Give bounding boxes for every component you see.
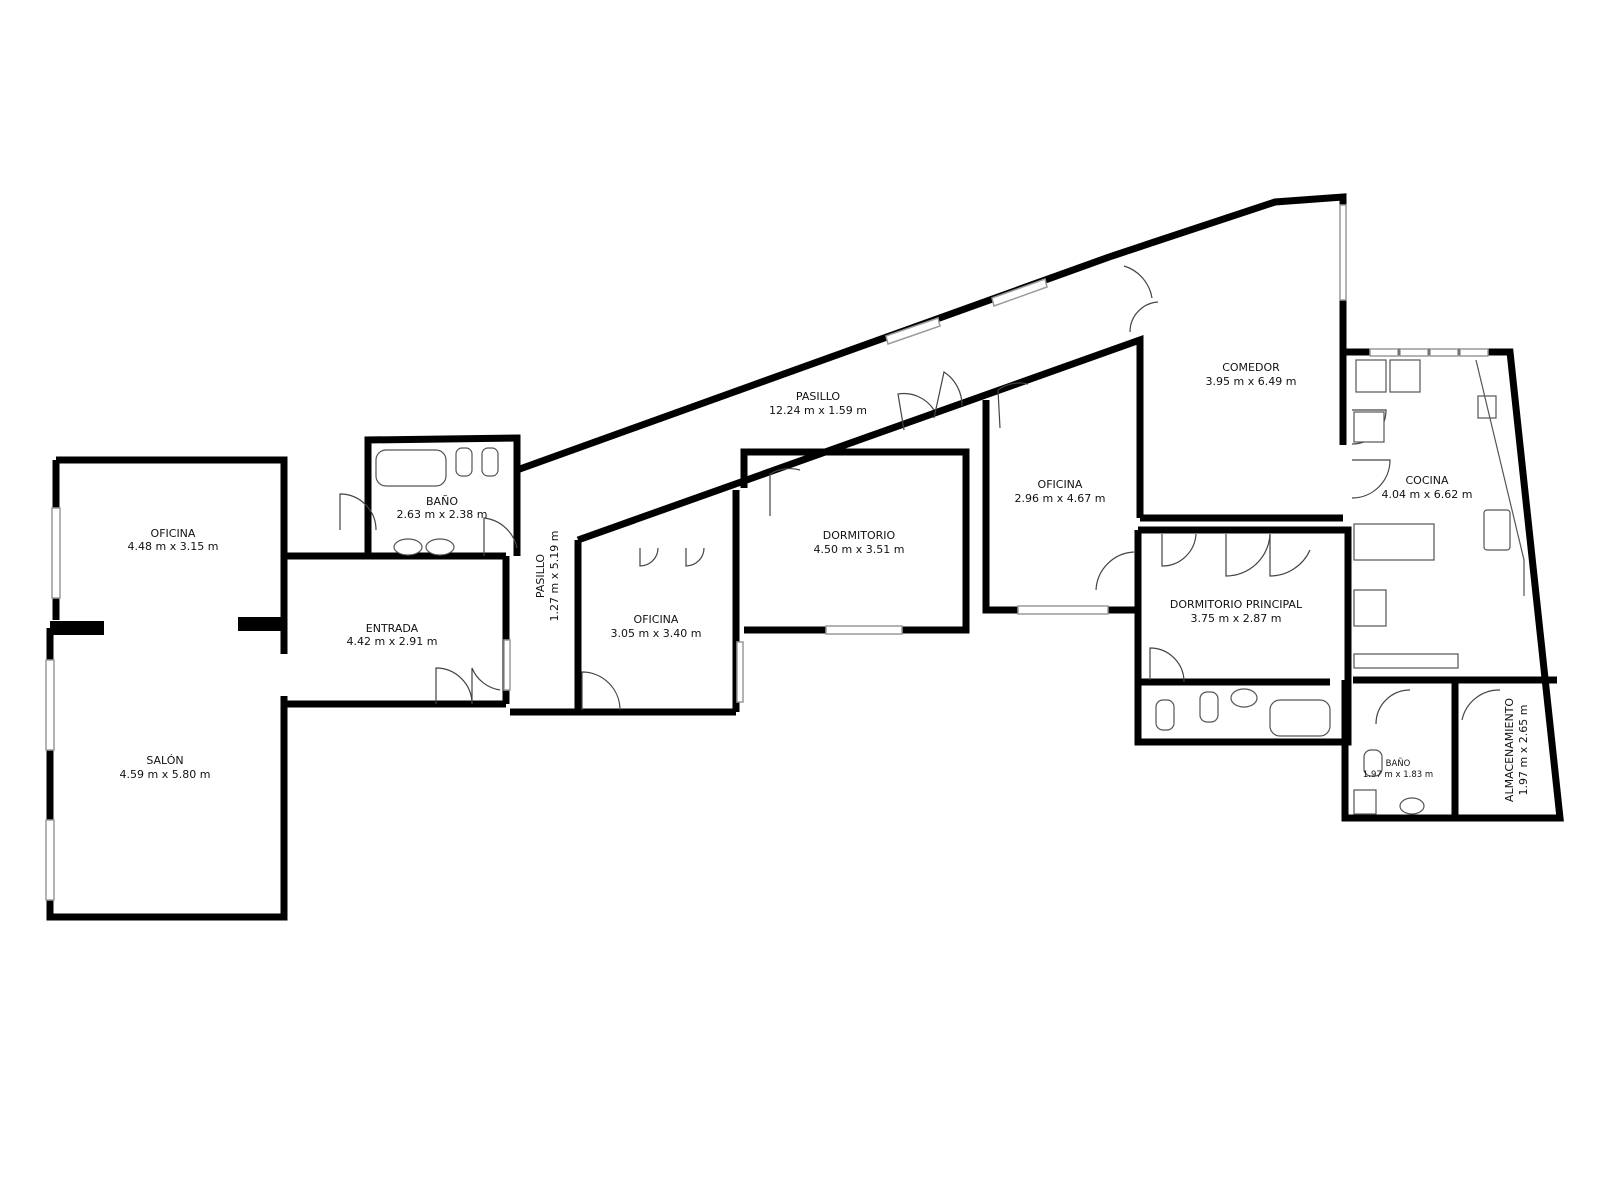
- window-icon: [51, 507, 61, 599]
- room-dims: 4.50 m x 3.51 m: [814, 543, 905, 556]
- door-swing-icon: [1225, 533, 1271, 577]
- door-swing-icon: [483, 517, 518, 556]
- room-dims: 4.59 m x 5.80 m: [120, 768, 211, 781]
- room-name: COMEDOR: [1222, 361, 1280, 374]
- window-icon: [1339, 204, 1347, 301]
- room-name: BAÑO: [426, 495, 458, 508]
- room-name: OFICINA: [1038, 478, 1083, 491]
- toilet-icon: [1199, 691, 1219, 723]
- shower-icon: [1353, 789, 1377, 815]
- toilet-icon: [455, 447, 473, 477]
- window-icon: [991, 278, 1048, 307]
- sink-icon: [1230, 688, 1258, 708]
- door-swing-icon: [581, 671, 621, 711]
- kitchen-counter: [1475, 359, 1525, 596]
- room-name: SALÓN: [146, 754, 183, 767]
- room-name: BAÑO: [1386, 758, 1411, 769]
- window-icon: [1017, 605, 1109, 615]
- room-dims: 12.24 m x 1.59 m: [769, 404, 867, 417]
- window-icon: [1459, 348, 1489, 357]
- door-swing-icon: [1123, 265, 1153, 299]
- window-icon: [45, 819, 55, 901]
- room-dims: 4.42 m x 2.91 m: [347, 635, 438, 648]
- bathtub-icon: [375, 449, 447, 487]
- fixtures: [375, 359, 1525, 815]
- window-icon: [885, 317, 941, 345]
- door-swing-icon: [1269, 534, 1311, 577]
- window-icon: [825, 625, 903, 635]
- room-dims: 3.05 m x 3.40 m: [611, 627, 702, 640]
- walls: [46, 193, 1564, 921]
- window-icon: [736, 641, 744, 703]
- door-swing-icon: [1149, 647, 1185, 683]
- window-icon: [1429, 348, 1459, 357]
- door-swing-icon: [997, 382, 1029, 429]
- toilet-icon: [1155, 699, 1175, 731]
- counter-bottom: [1353, 653, 1459, 669]
- door-swing-icon: [435, 667, 473, 705]
- toilet-icon: [481, 447, 499, 477]
- room-name: OFICINA: [151, 527, 196, 540]
- room-dims: 1.27 m x 5.19 m: [548, 531, 561, 622]
- door-swing-icon: [685, 547, 705, 567]
- door-swing-icon: [339, 493, 377, 531]
- door-swing-icon: [769, 467, 801, 516]
- stove-icon: [1483, 509, 1511, 551]
- room-name: DORMITORIO PRINCIPAL: [1170, 598, 1303, 611]
- room-name: PASILLO: [796, 390, 841, 403]
- windows: [45, 204, 1489, 901]
- room-dims: 1.97 m x 1.83 m: [1363, 770, 1433, 780]
- room-dims: 2.63 m x 2.38 m: [397, 508, 488, 521]
- door-swing-icon: [1375, 689, 1411, 725]
- room-name: DORMITORIO: [823, 529, 896, 542]
- room-dims: 4.04 m x 6.62 m: [1382, 488, 1473, 501]
- kitchen-island: [1353, 523, 1435, 561]
- room-name: COCINA: [1405, 474, 1448, 487]
- door-swing-icon: [1129, 301, 1159, 333]
- door-swing-icon: [897, 392, 935, 431]
- room-name: ENTRADA: [366, 622, 419, 635]
- sink-icon: [425, 538, 455, 556]
- room-dims: 3.95 m x 6.49 m: [1206, 375, 1297, 388]
- window-icon: [1399, 348, 1429, 357]
- room-dims: 4.48 m x 3.15 m: [128, 540, 219, 553]
- door-swing-icon: [1095, 551, 1135, 591]
- door-swing-icon: [639, 547, 659, 567]
- chair: [1355, 359, 1387, 393]
- chair: [1389, 359, 1421, 393]
- chair: [1353, 589, 1387, 627]
- room-name: OFICINA: [634, 613, 679, 626]
- room-dims: 1.97 m x 2.65 m: [1517, 705, 1530, 796]
- chair: [1353, 411, 1385, 443]
- toilet-icon: [1363, 749, 1383, 777]
- door-swing-icon: [1461, 689, 1501, 721]
- room-dims: 3.75 m x 2.87 m: [1191, 612, 1282, 625]
- sink-icon: [393, 538, 423, 556]
- window-icon: [503, 639, 511, 691]
- sink-icon: [1399, 797, 1425, 815]
- window-icon: [1369, 348, 1399, 357]
- door-swing-icon: [1161, 533, 1197, 567]
- labels: OFICINA 4.48 m x 3.15 m SALÓN 4.59 m x 5…: [120, 361, 1530, 802]
- door-swing-icon: [933, 371, 963, 419]
- window-icon: [45, 659, 55, 751]
- bathtub-icon: [1269, 699, 1331, 737]
- room-name: PASILLO: [534, 554, 547, 599]
- doors: [339, 265, 1501, 725]
- door-swing-icon: [1351, 459, 1391, 499]
- door-swing-icon: [471, 667, 501, 704]
- room-dims: 2.96 m x 4.67 m: [1015, 492, 1106, 505]
- room-name: ALMACENAMIENTO: [1503, 698, 1516, 802]
